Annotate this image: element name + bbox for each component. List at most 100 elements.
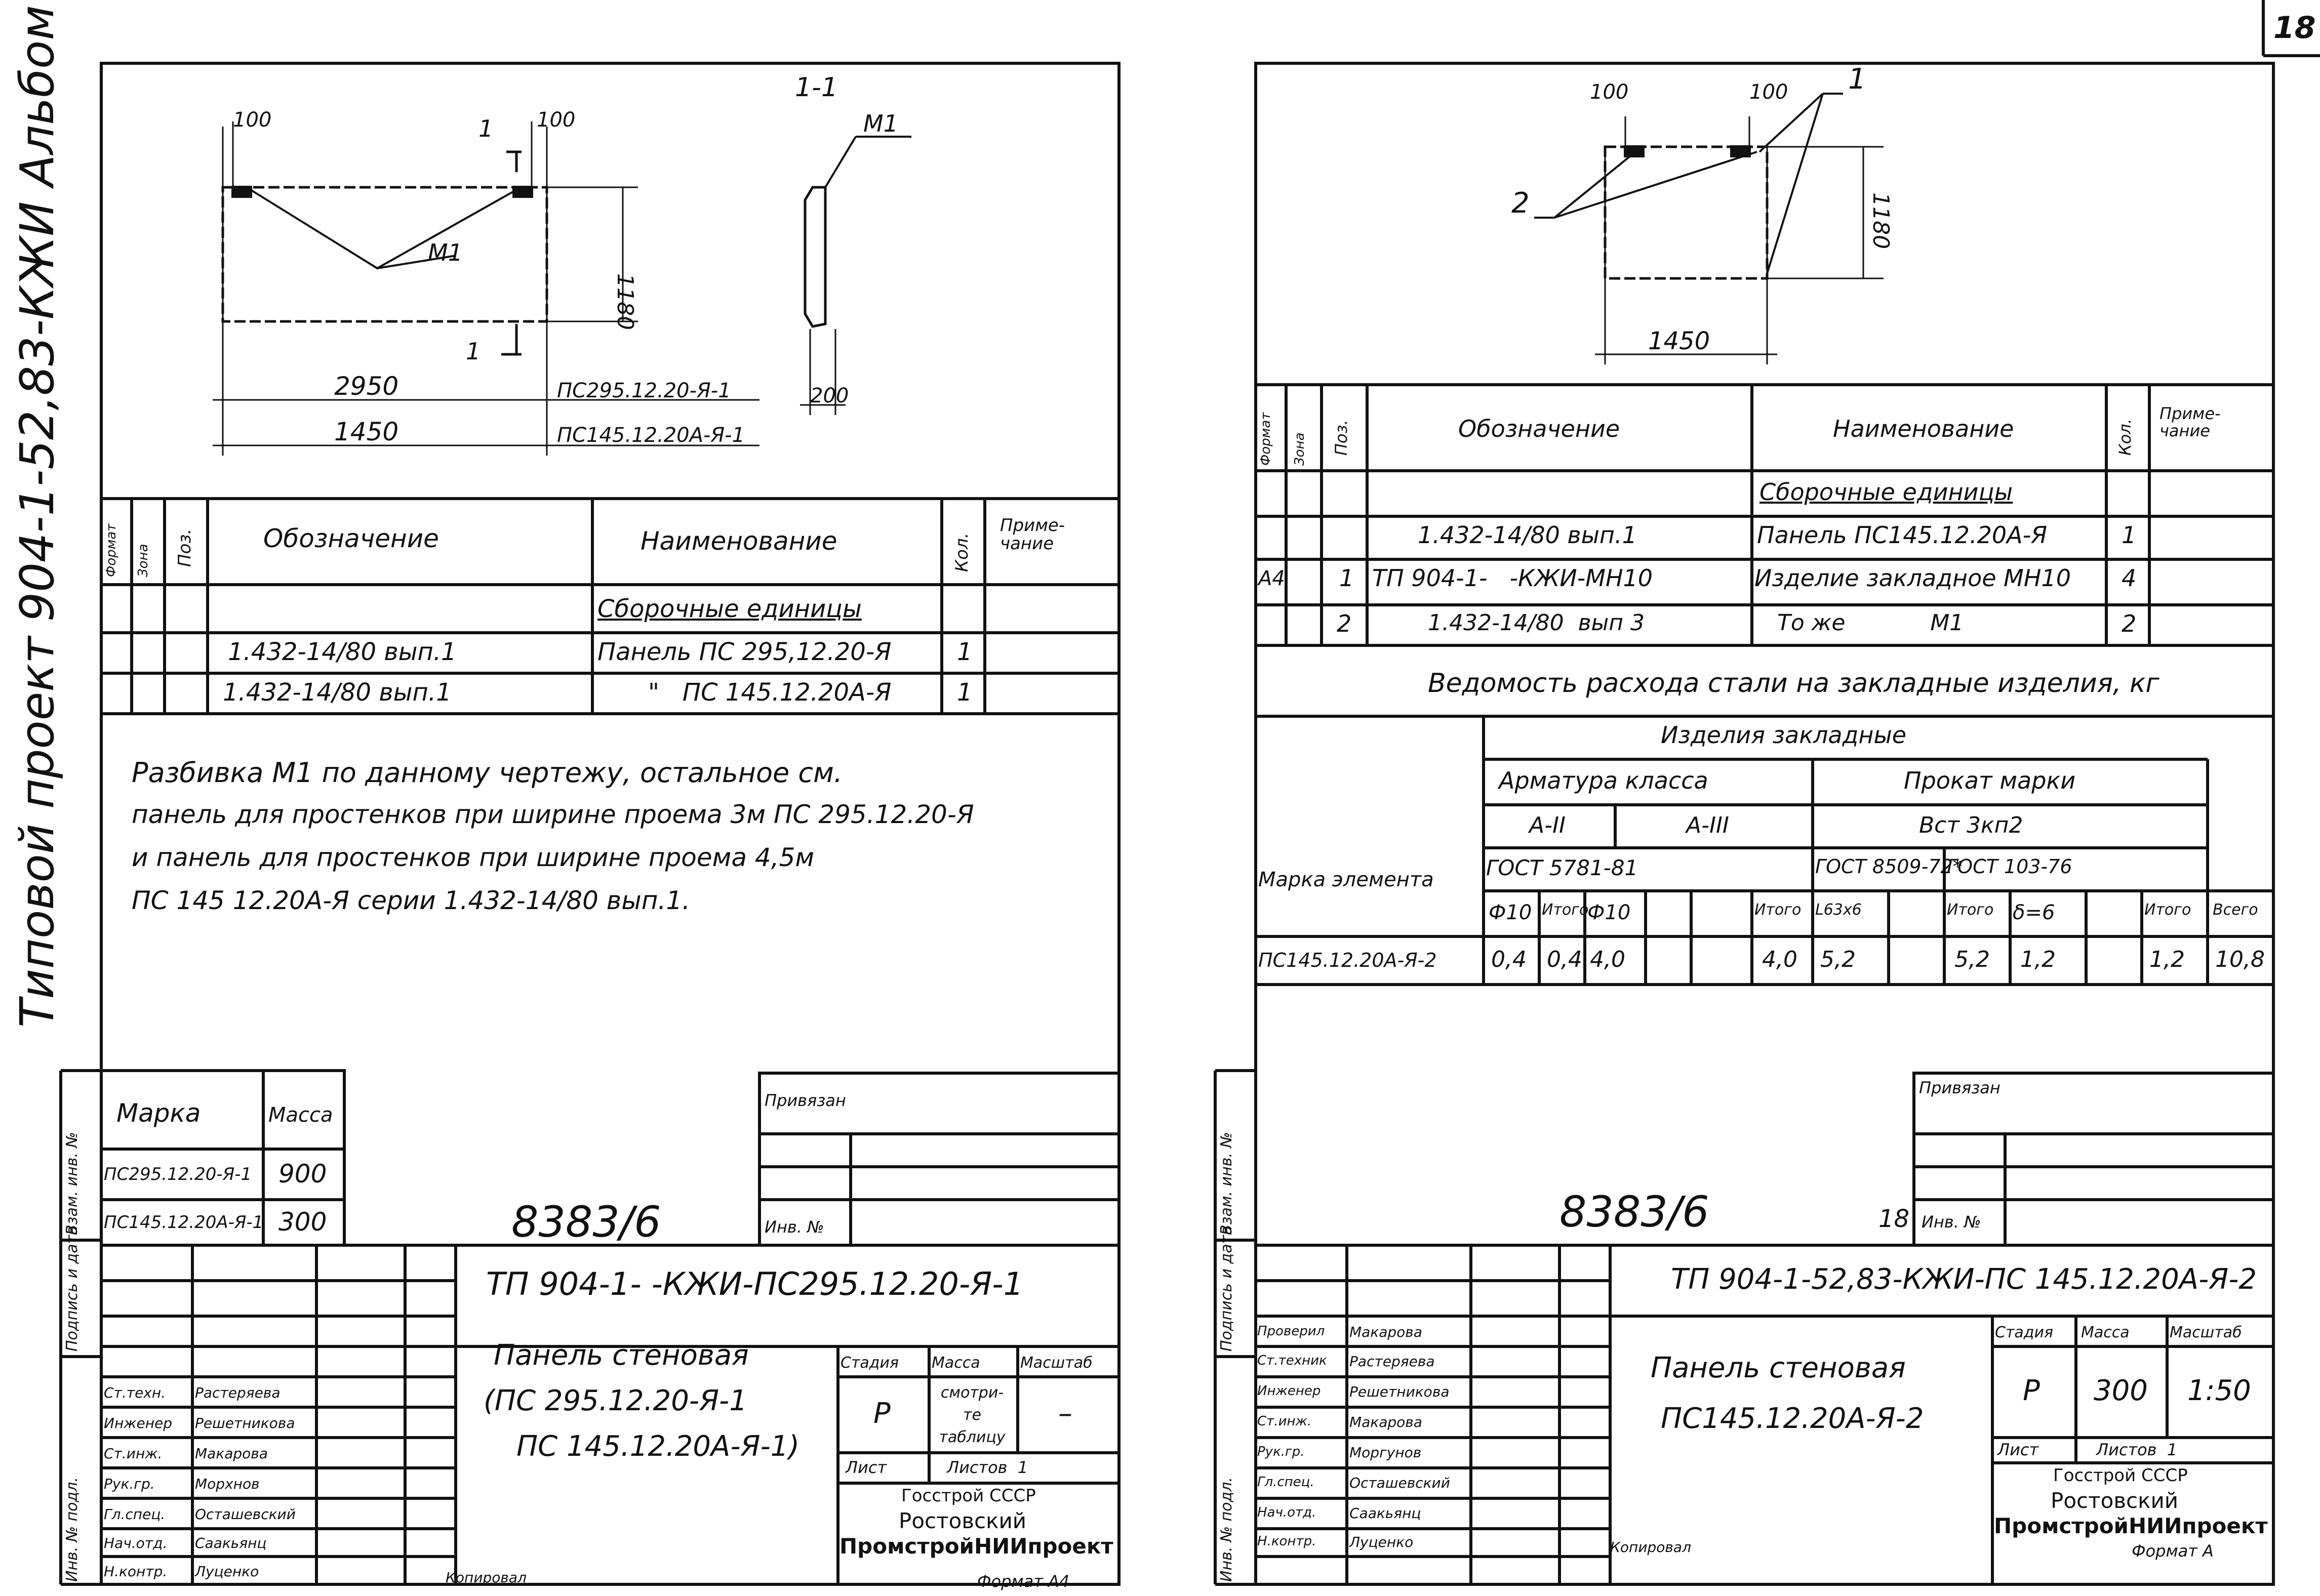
spec-h-pos: Поз. bbox=[175, 528, 195, 567]
stamp-org-2: Ростовский bbox=[899, 1508, 1027, 1533]
person-name-2: Решетникова bbox=[195, 1415, 295, 1431]
r-person-name-3: Решетникова bbox=[1349, 1383, 1450, 1400]
dim-100-a-right: 100 bbox=[1590, 80, 1628, 104]
spec-section-title: Сборочные единицы bbox=[597, 595, 862, 623]
r-inv-no-label: Инв. № bbox=[1922, 1212, 1981, 1232]
r-person-name-8: Луценко bbox=[1349, 1534, 1414, 1550]
r-stamp-stage: Р bbox=[2023, 1374, 2040, 1407]
cut-mark-top: 1 bbox=[478, 115, 493, 142]
note-line-3: и панель для простенков при ширине проем… bbox=[132, 843, 815, 872]
r-spec-row-1-qty: 1 bbox=[2122, 521, 2137, 549]
steel-h-items: Изделия закладные bbox=[1661, 721, 1907, 749]
person-name-3: Макарова bbox=[195, 1445, 268, 1462]
r-person-name-5: Моргунов bbox=[1349, 1444, 1422, 1461]
r-stamp-org-1: Госстрой СССР bbox=[2053, 1465, 2188, 1486]
spec-row-2-qty: 1 bbox=[957, 678, 973, 707]
r-spec-row-1-name: Панель ПС145.12.20А-Я bbox=[1757, 521, 2048, 549]
steel-row-v2: 0,4 bbox=[1547, 947, 1582, 972]
stamp-scale: – bbox=[1058, 1397, 1072, 1430]
person-role-2: Инженер bbox=[104, 1415, 173, 1431]
r-person-role-5: Рук.гр. bbox=[1257, 1444, 1305, 1459]
r-stamp-title-2: ПС145.12.20А-Я-2 bbox=[1661, 1402, 1924, 1435]
r-spec-h-zone: Зона bbox=[1292, 432, 1307, 466]
callout-1: 1 bbox=[1848, 63, 1866, 96]
mass-row-2-mass: 300 bbox=[278, 1207, 327, 1237]
note-line-1: Разбивка М1 по данному чертежу, остально… bbox=[132, 757, 843, 789]
r-person-role-7: Нач.отд. bbox=[1257, 1505, 1316, 1520]
steel-row-v1: 0,4 bbox=[1491, 947, 1527, 972]
spec-row-2-des: 1.432-14/80 вып.1 bbox=[223, 678, 452, 707]
r-spec-row-2-fmt: А4 bbox=[1258, 567, 1285, 590]
person-role-7: Н.контр. bbox=[104, 1563, 168, 1580]
person-name-6: Саакьянц bbox=[195, 1535, 267, 1551]
spec-h-name: Наименование bbox=[641, 526, 837, 556]
stamp-title-2: (ПС 295.12.20-Я-1 bbox=[484, 1384, 747, 1417]
r-drawing-number: 8383/6 bbox=[1559, 1187, 1709, 1237]
r-person-role-1: Проверил bbox=[1257, 1324, 1325, 1339]
steel-h-gost1: ГОСТ 5781-81 bbox=[1486, 855, 1638, 880]
r-spec-h-qty: Кол. bbox=[2115, 419, 2135, 456]
stamp-scale-h: Масштаб bbox=[1020, 1354, 1093, 1372]
person-role-6: Нач.отд. bbox=[104, 1535, 168, 1551]
steel-col-9: δ=6 bbox=[2013, 901, 2055, 924]
steel-h-gost2: ГОСТ 8509-72* bbox=[1815, 855, 1963, 878]
dim-1450: 1450 bbox=[334, 417, 398, 446]
r-spec-row-3-des: 1.432-14/80 вып 3 bbox=[1428, 610, 1645, 636]
dim-200: 200 bbox=[810, 384, 849, 407]
panel-label-2: ПС145.12.20А-Я-1 bbox=[557, 424, 745, 447]
r-person-role-6: Гл.спец. bbox=[1257, 1475, 1314, 1490]
privyazan-label: Привязан bbox=[765, 1091, 846, 1110]
r-person-role-2: Ст.техник bbox=[1257, 1353, 1327, 1368]
r-spec-h-pos: Поз. bbox=[1332, 420, 1351, 456]
r-person-role-8: Н.контр. bbox=[1257, 1534, 1316, 1549]
note-line-4: ПС 145 12.20А-Я серии 1.432-14/80 вып.1. bbox=[132, 886, 691, 915]
format-label: Формат А4 bbox=[977, 1572, 1070, 1591]
stamp-stage-h: Стадия bbox=[841, 1354, 899, 1372]
steel-row-v12: 10,8 bbox=[2215, 947, 2265, 972]
steel-row-v6: 5,2 bbox=[1820, 947, 1856, 972]
steel-col-1: Ф10 bbox=[1489, 901, 1532, 924]
r-side-label-sign: Подпись и дата bbox=[1218, 1225, 1235, 1352]
note-line-2: панель для простенков при ширине проема … bbox=[132, 800, 974, 829]
spec-row-1-des: 1.432-14/80 вып.1 bbox=[228, 638, 457, 666]
r-stamp-sheets: Листов 1 bbox=[2096, 1440, 2178, 1459]
r-stamp-title-1: Панель стеновая bbox=[1651, 1352, 1906, 1384]
mass-h-mass: Масса bbox=[268, 1103, 333, 1127]
spec-row-1-name: Панель ПС 295,12.20-Я bbox=[597, 638, 892, 666]
dim-1180-right: 1180 bbox=[1868, 192, 1894, 249]
stamp-title-3: ПС 145.12.20А-Я-1) bbox=[516, 1430, 800, 1463]
steel-col-3: Ф10 bbox=[1587, 901, 1631, 924]
r-stamp-org-2: Ростовский bbox=[2051, 1488, 2179, 1513]
steel-col-8: Итого bbox=[1947, 901, 1994, 919]
steel-h-rolled: Прокат марки bbox=[1904, 767, 2076, 794]
spec-h-note: Приме-чание bbox=[1000, 515, 1065, 554]
r-person-name-1: Макарова bbox=[1349, 1324, 1422, 1340]
r-spec-row-3-name: То же М1 bbox=[1777, 610, 1964, 636]
steel-row-v9: 1,2 bbox=[2020, 947, 2056, 972]
r-spec-row-2-qty: 4 bbox=[2122, 564, 2137, 592]
person-name-5: Осташевский bbox=[195, 1506, 296, 1523]
person-role-4: Рук.гр. bbox=[104, 1476, 155, 1492]
panel-label-1: ПС295.12.20-Я-1 bbox=[557, 379, 731, 402]
steel-row-v3: 4,0 bbox=[1590, 947, 1625, 972]
steel-col-2: Итого bbox=[1542, 901, 1589, 919]
spec-h-zone: Зона bbox=[136, 544, 151, 577]
r-person-name-2: Растеряева bbox=[1349, 1353, 1435, 1370]
stamp-stage: Р bbox=[873, 1397, 891, 1430]
steel-h-a3: А-III bbox=[1686, 812, 1729, 838]
r-spec-h-name: Наименование bbox=[1833, 415, 2014, 442]
drawing-number: 8383/6 bbox=[511, 1197, 661, 1247]
m1-section-label: М1 bbox=[863, 110, 898, 137]
steel-row-v8: 5,2 bbox=[1954, 947, 1990, 972]
person-role-3: Ст.инж. bbox=[104, 1445, 163, 1462]
r-page-ref: 18 bbox=[1878, 1205, 1910, 1233]
side-label-replace: Взам. инв. № bbox=[63, 1132, 81, 1235]
spec-h-qty: Кол. bbox=[952, 533, 972, 572]
r-stamp-mass: 300 bbox=[2094, 1374, 2148, 1407]
spec-row-2-name: " ПС 145.12.20А-Я bbox=[648, 678, 892, 707]
r-spec-row-1-des: 1.432-14/80 вып.1 bbox=[1418, 521, 1637, 549]
r-stamp-org-3: ПромстройНИИпроект bbox=[1994, 1513, 2268, 1538]
steel-col-5: Итого bbox=[1754, 901, 1802, 919]
dim-2950: 2950 bbox=[334, 372, 398, 401]
